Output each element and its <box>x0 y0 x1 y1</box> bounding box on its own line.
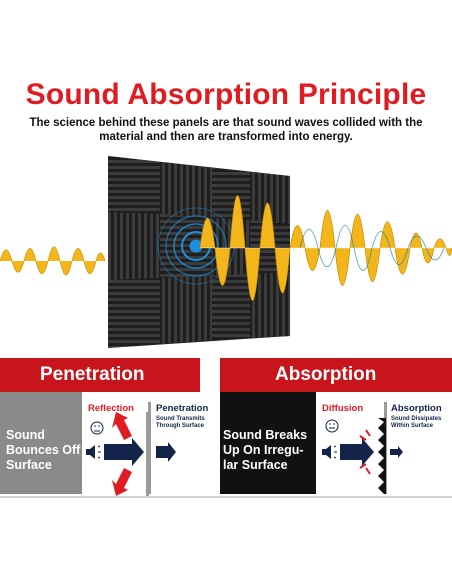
incoming-arrow <box>104 438 144 466</box>
dissipate-arrow <box>390 446 403 458</box>
penetration-header: Penetration <box>40 364 145 385</box>
bounce-text: Sound Bounces Off Surface <box>6 428 81 472</box>
irregular-surface <box>378 418 386 494</box>
face-icon <box>325 419 339 433</box>
diffusion-label: Diffusion <box>322 403 364 414</box>
reflect-up-arrow <box>112 412 132 440</box>
penetration-header-bar <box>0 358 200 392</box>
speaker-icon <box>322 445 337 459</box>
face-icon <box>90 421 104 435</box>
separator-left <box>148 402 151 494</box>
page-title: Sound Absorption Principle <box>25 78 427 111</box>
bottom-divider-left <box>0 496 220 498</box>
absorption-desc: Sound Dissipates Within Surface <box>391 416 442 429</box>
speaker-icon <box>86 445 101 459</box>
acoustic-foam-panels <box>108 156 290 348</box>
bottom-divider-right <box>220 496 452 498</box>
diffusion-diagram <box>322 418 403 494</box>
page-subtitle: The science behind these panels are that… <box>29 117 423 143</box>
foam-panel-illustration <box>0 156 452 348</box>
reflection-label: Reflection <box>88 403 134 414</box>
reflection-diagram <box>86 412 176 496</box>
bounce-panel <box>0 392 82 494</box>
scatter-marks <box>359 429 371 475</box>
penetration-desc: Sound Transmits Through Surface <box>156 416 205 429</box>
transmit-arrow <box>156 442 176 462</box>
wall <box>146 412 149 496</box>
diffusion-text: Sound Breaks Up On Irregu- lar Surface <box>223 428 308 472</box>
sound-wave-incoming <box>0 246 106 276</box>
diffusion-panel <box>220 392 316 494</box>
absorption-header-bar <box>220 358 452 392</box>
penetration-label: Penetration <box>156 403 209 414</box>
absorption-header: Absorption <box>275 364 377 385</box>
incoming-arrow <box>340 438 374 466</box>
absorption-label: Absorption <box>391 403 442 414</box>
reflect-down-arrow <box>112 468 132 496</box>
